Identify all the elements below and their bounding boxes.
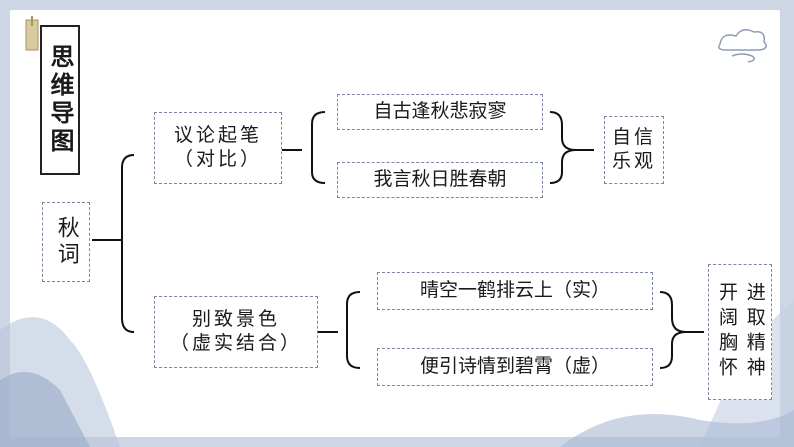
result-line2: 乐观	[611, 150, 656, 172]
branch-node-scenery: 别致景色 （虚实结合）	[154, 296, 318, 368]
result-node-spirit: 进取精神 开阔胸怀	[708, 264, 772, 400]
branch-label-line1: 议论起笔	[173, 124, 262, 147]
branch-label-line2: （虚实结合）	[169, 332, 302, 354]
page-title: 思维导图	[40, 25, 80, 175]
child-node: 便引诗情到碧霄（虚）	[377, 348, 653, 386]
child-node: 我言秋日胜春朝	[337, 162, 543, 198]
cloud-icon	[718, 29, 767, 63]
branch-label-line1: 别致景色	[191, 308, 280, 331]
child-node: 自古逢秋悲寂寥	[337, 94, 543, 130]
child-node: 晴空一鹤排云上（实）	[377, 272, 653, 310]
result-node-confidence: 自信 乐观	[604, 116, 664, 184]
result-col-1: 进取精神	[743, 282, 766, 382]
result-line1: 自信	[611, 126, 656, 149]
paper-clip-icon	[25, 16, 39, 51]
branch-label-line2: （对比）	[173, 148, 262, 170]
result-col-2: 开阔胸怀	[716, 282, 738, 382]
root-node: 秋词	[42, 202, 90, 282]
branch-node-argument: 议论起笔 （对比）	[154, 112, 282, 184]
